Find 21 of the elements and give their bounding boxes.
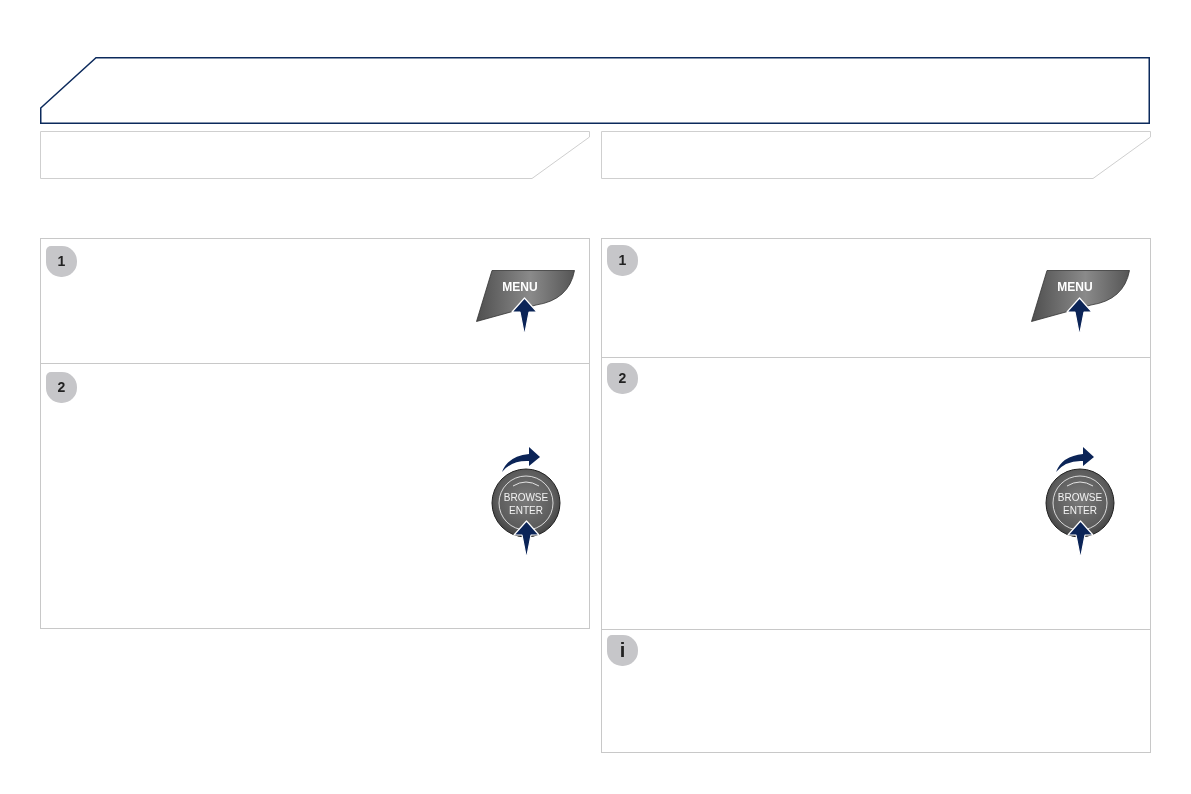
- key-label: MENU: [1056, 280, 1094, 294]
- step-number-badge: 1: [46, 246, 77, 277]
- header-banner: [40, 57, 1150, 124]
- step-panel: [601, 357, 1151, 630]
- menu-key: [476, 270, 575, 322]
- knob-label: BROWSE ENTER: [1056, 491, 1104, 517]
- key-label: MENU: [501, 280, 539, 294]
- step-panel: [40, 238, 590, 364]
- section-tab: [40, 131, 590, 179]
- browse-knob: [1045, 468, 1115, 538]
- knob-label: BROWSE ENTER: [502, 491, 550, 517]
- info-panel: [601, 629, 1151, 753]
- info-badge: i: [607, 635, 638, 666]
- step-number-badge: 2: [607, 363, 638, 394]
- step-number-badge: 1: [607, 245, 638, 276]
- step-number-badge: 2: [46, 372, 77, 403]
- section-tab: [601, 131, 1151, 179]
- step-panel: [601, 238, 1151, 358]
- step-panel: [40, 363, 590, 629]
- browse-knob: [491, 468, 561, 538]
- menu-key: [1031, 270, 1130, 322]
